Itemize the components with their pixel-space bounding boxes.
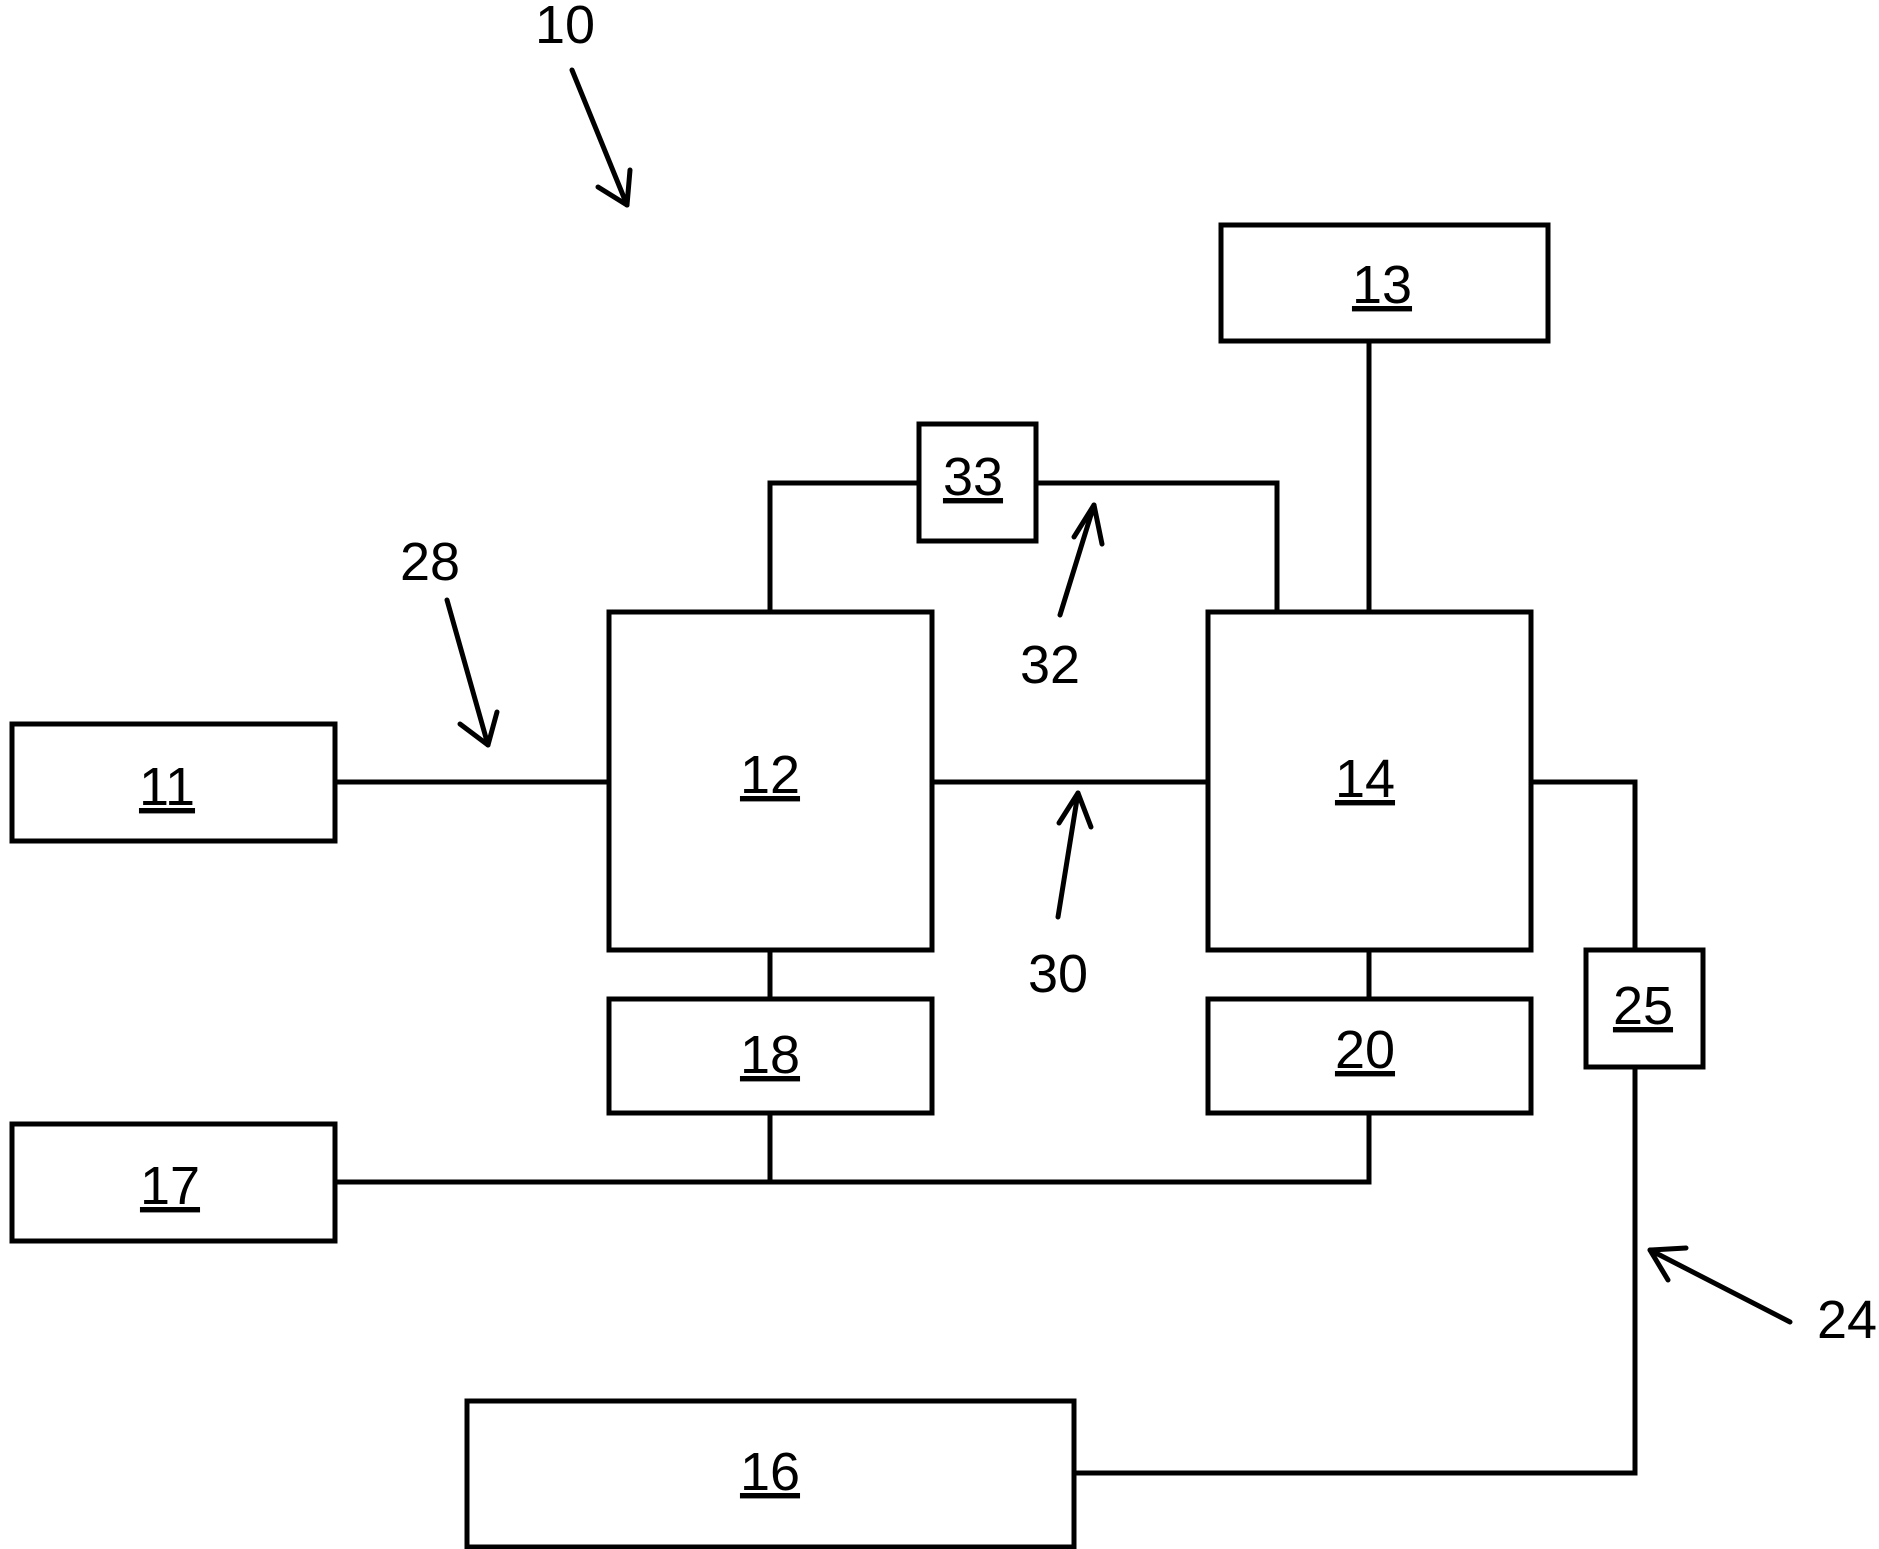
- line-25-to-16: [1073, 1068, 1635, 1473]
- arrow-30-icon: [1058, 793, 1091, 917]
- line-14-to-25: [1533, 782, 1635, 948]
- ref-28: 28: [400, 532, 460, 592]
- ref-24: 24: [1817, 1290, 1877, 1350]
- label-13: 13: [1352, 255, 1412, 315]
- arrow-32-icon: [1060, 505, 1102, 615]
- ref-30: 30: [1028, 944, 1088, 1004]
- ref-32: 32: [1020, 635, 1080, 695]
- boxes: [12, 225, 1703, 1547]
- label-11: 11: [139, 757, 195, 817]
- arrow-10-icon: [572, 70, 630, 205]
- label-20: 20: [1335, 1020, 1395, 1080]
- label-17: 17: [140, 1156, 200, 1216]
- label-33: 33: [943, 447, 1003, 507]
- label-16: 16: [740, 1442, 800, 1502]
- line-12-to-33: [770, 483, 917, 610]
- arrow-28-icon: [447, 600, 497, 745]
- arrow-24-icon: [1650, 1248, 1790, 1322]
- label-14: 14: [1335, 749, 1395, 809]
- label-12: 12: [740, 745, 800, 805]
- label-18: 18: [740, 1025, 800, 1085]
- line-17-to-18-20: [335, 1115, 1369, 1182]
- ref-10: 10: [535, 0, 595, 55]
- line-33-to-14: [1036, 483, 1277, 610]
- label-25: 25: [1613, 976, 1673, 1036]
